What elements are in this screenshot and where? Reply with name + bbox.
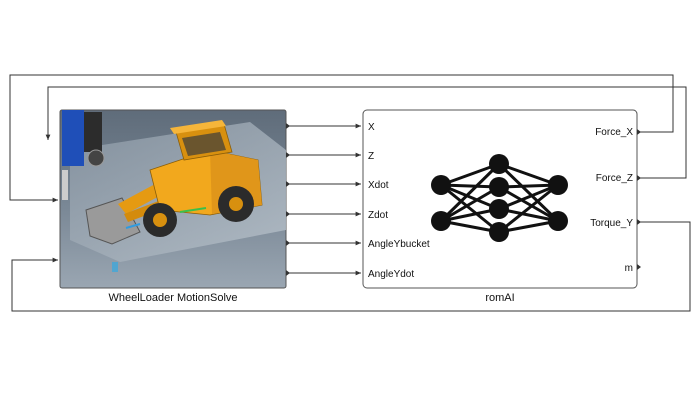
input-port-z: Z [368,151,374,162]
romai-caption: romAI [485,292,514,304]
input-port-angleydot: AngleYdot [368,269,414,280]
signal-lines-feedback[interactable] [9,74,691,312]
output-port-ticks [286,123,290,276]
signal-lines-forward[interactable] [286,123,361,276]
output-port-force-z: Force_Z [596,173,633,184]
feedback-line-force-z[interactable] [45,86,687,179]
romai-output-ticks [637,129,641,270]
output-port-torque-y: Torque_Y [590,218,633,229]
romai-block[interactable]: X Z Xdot Zdot AngleYbucket AngleYdot For… [362,109,638,304]
output-port-m: m [625,263,633,274]
feedback-line-force-x[interactable] [9,74,674,203]
output-port-force-x: Force_X [595,127,633,138]
motion-solve-block[interactable]: WheelLoader MotionSolve [59,109,287,304]
wheel-loader-image [62,110,286,272]
input-port-xdot: Xdot [368,180,389,191]
feedback-line-torque-y[interactable] [11,221,691,312]
neural-network-icon [431,154,568,242]
input-port-angleybucket: AngleYbucket [368,239,430,250]
input-port-x: X [368,122,375,133]
input-port-zdot: Zdot [368,210,388,221]
motion-solve-caption: WheelLoader MotionSolve [108,292,237,304]
